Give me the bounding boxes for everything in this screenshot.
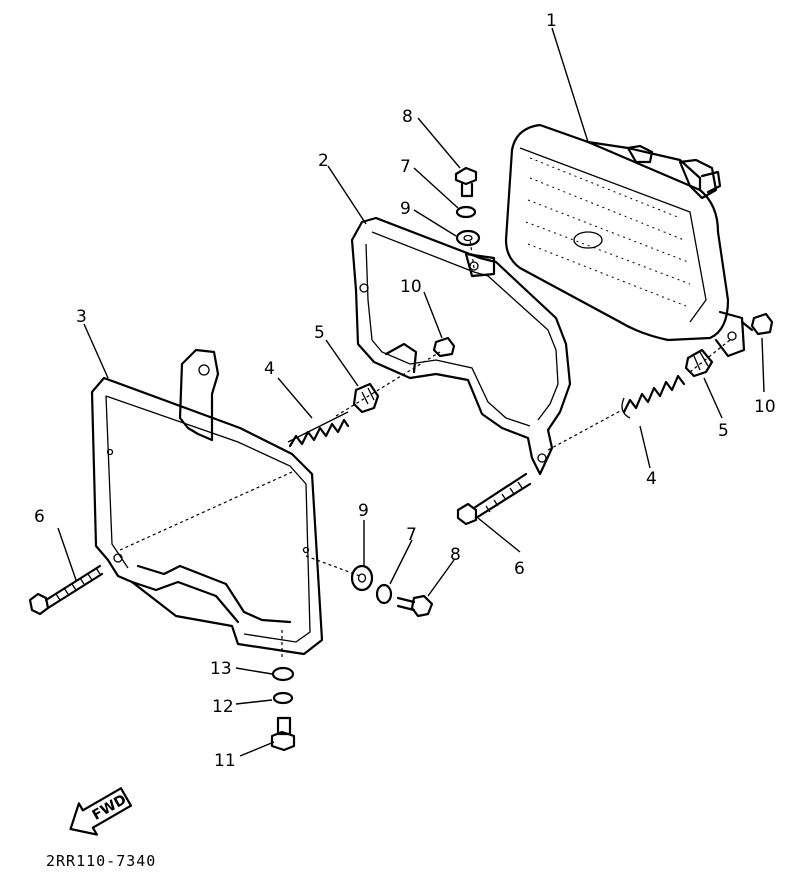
callout-6-left: 6 bbox=[34, 507, 45, 527]
headlight-frame bbox=[90, 348, 324, 656]
callout-9-lower: 9 bbox=[358, 501, 369, 521]
adjusting-nut-left bbox=[352, 382, 380, 414]
callout-8-upper: 8 bbox=[402, 107, 413, 127]
lower-lock-washer-7 bbox=[375, 583, 393, 605]
callout-5-left: 5 bbox=[314, 323, 325, 343]
lower-screw-8 bbox=[396, 594, 434, 618]
headlight-bracket bbox=[350, 216, 572, 476]
callout-7-upper: 7 bbox=[400, 157, 411, 177]
adjusting-screw-left bbox=[28, 564, 104, 616]
callout-4-left: 4 bbox=[264, 359, 275, 379]
callout-7-lower: 7 bbox=[406, 525, 417, 545]
callout-labels: 1 2 3 4 4 5 5 6 6 7 7 8 8 9 9 10 10 11 1… bbox=[34, 11, 776, 771]
callout-3: 3 bbox=[76, 307, 87, 327]
callout-5-right: 5 bbox=[718, 421, 729, 441]
damper-10-headlight bbox=[750, 312, 774, 336]
lower-washer-9 bbox=[350, 564, 374, 592]
callout-13: 13 bbox=[210, 659, 232, 679]
adjusting-spring-right bbox=[621, 374, 686, 419]
callout-10-headlight: 10 bbox=[754, 397, 776, 417]
adjusting-spring-left bbox=[287, 411, 350, 448]
forward-direction-arrow: FWD bbox=[69, 787, 133, 836]
callout-12: 12 bbox=[212, 697, 234, 717]
assembly-center-lines bbox=[119, 239, 731, 660]
callout-9-upper: 9 bbox=[400, 199, 411, 219]
damper-10-bracket bbox=[432, 336, 456, 358]
callout-1: 1 bbox=[546, 11, 557, 31]
lock-washer-12 bbox=[272, 691, 294, 705]
washer-13 bbox=[271, 666, 295, 682]
callout-11: 11 bbox=[214, 751, 236, 771]
leader-lines bbox=[57, 27, 765, 757]
adjusting-nut-right bbox=[684, 348, 714, 378]
upper-screw-8 bbox=[454, 166, 478, 198]
drawing-code: 2RR110-7340 bbox=[46, 852, 156, 870]
callout-4-right: 4 bbox=[646, 469, 657, 489]
headlight-unit bbox=[504, 123, 754, 358]
callout-8-lower: 8 bbox=[450, 545, 461, 565]
upper-lock-washer-7 bbox=[455, 205, 477, 219]
callout-10-bracket: 10 bbox=[400, 277, 422, 297]
upper-washer-9 bbox=[455, 229, 481, 247]
adjusting-screw-right bbox=[456, 472, 532, 526]
callout-6-right: 6 bbox=[514, 559, 525, 579]
screw-11 bbox=[270, 716, 296, 752]
callout-2: 2 bbox=[318, 151, 329, 171]
